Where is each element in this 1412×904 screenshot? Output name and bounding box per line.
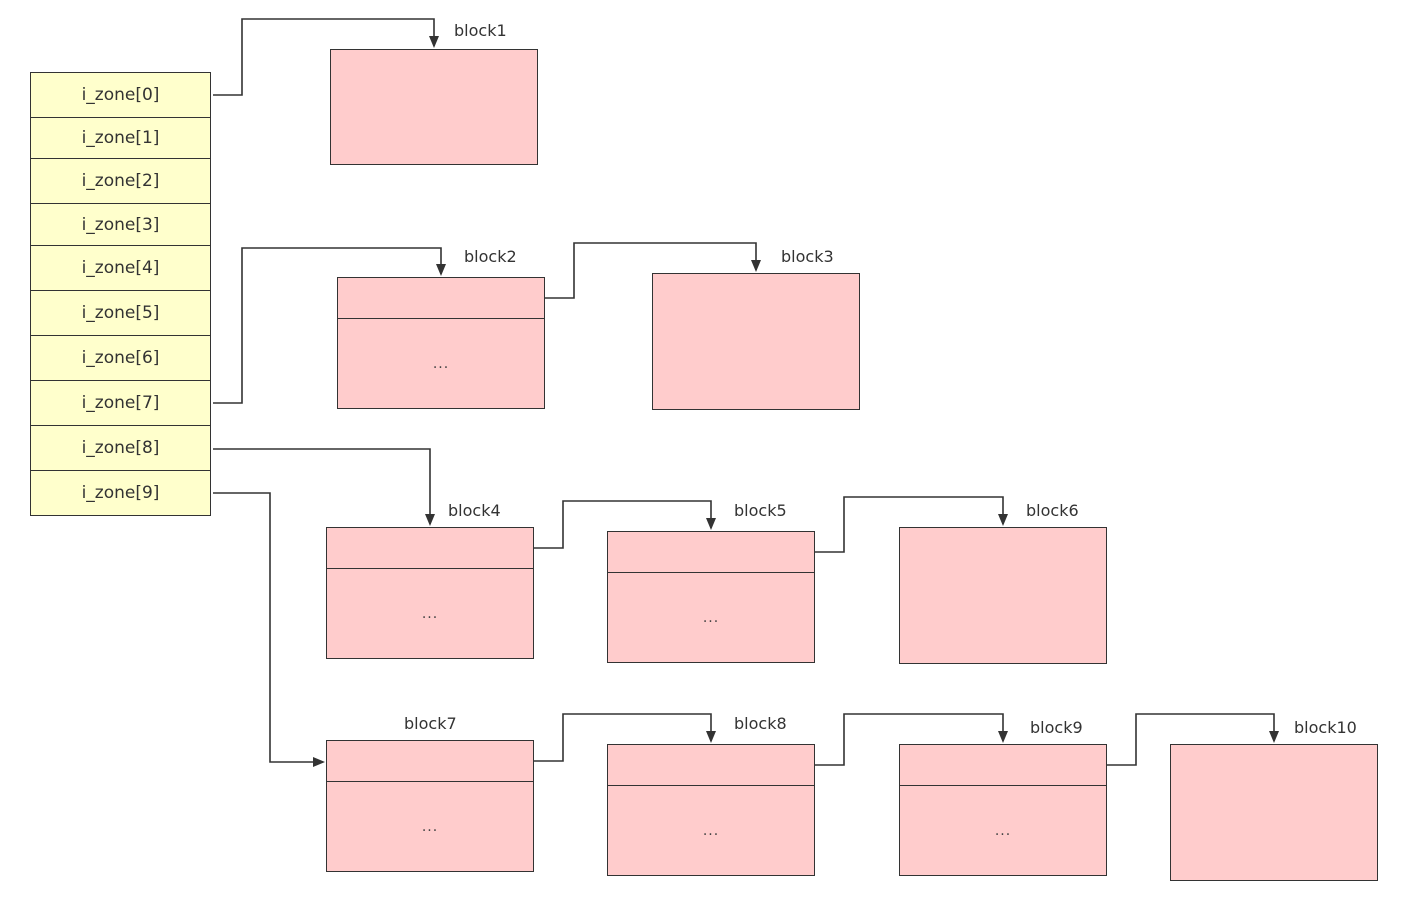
block8-divider [608,785,814,786]
zone-cell-5: i_zone[5] [30,290,211,336]
zone-cell-7: i_zone[7] [30,380,211,426]
block5-box: ... [607,531,815,663]
block8-label: block8 [734,714,787,733]
block10-label: block10 [1294,718,1357,737]
block6-label: block6 [1026,501,1079,520]
link-block2-block3-arrowhead [751,260,761,272]
block7-box: ... [326,740,534,872]
block8-ellipsis: ... [702,823,720,839]
block7-divider [327,781,533,782]
block9-box: ... [899,744,1107,876]
block10-box [1170,744,1378,881]
link-block4-block5-arrowhead [706,518,716,530]
link-block8-block9-arrowhead [998,731,1008,743]
zone-cell-0: i_zone[0] [30,72,211,118]
block9-ellipsis: ... [994,823,1012,839]
zone-cell-1: i_zone[1] [30,117,211,159]
block8-box: ... [607,744,815,876]
block1-box [330,49,538,165]
block2-label: block2 [464,247,517,266]
block7-ellipsis: ... [421,819,439,835]
link-zone8-block4-arrowhead [425,514,435,526]
link-zone9-block7 [213,492,325,767]
block9-label: block9 [1030,718,1083,737]
zone-cell-6: i_zone[6] [30,335,211,381]
block2-box: ... [337,277,545,409]
link-zone8-block4-line [213,448,431,524]
block5-label: block5 [734,501,787,520]
block5-divider [608,572,814,573]
link-block9-block10-arrowhead [1269,731,1279,743]
link-zone9-block7-line [213,492,323,763]
block5-ellipsis: ... [702,610,720,626]
block1-label: block1 [454,21,507,40]
block2-divider [338,318,544,319]
block3-box [652,273,860,410]
zone-cell-2: i_zone[2] [30,158,211,204]
link-block5-block6-arrowhead [998,514,1008,526]
block9-divider [900,785,1106,786]
block4-box: ... [326,527,534,659]
block7-label: block7 [404,714,457,733]
block4-ellipsis: ... [421,606,439,622]
zone-cell-9: i_zone[9] [30,470,211,516]
zone-cell-4: i_zone[4] [30,245,211,291]
link-zone7-block2-arrowhead [436,264,446,276]
link-block7-block8-arrowhead [706,731,716,743]
block6-box [899,527,1107,664]
zone-cell-8: i_zone[8] [30,425,211,471]
link-zone0-block1-arrowhead [429,36,439,48]
zone-cell-3: i_zone[3] [30,203,211,246]
link-zone9-block7-arrowhead [313,757,325,767]
block4-divider [327,568,533,569]
block4-label: block4 [448,501,501,520]
block3-label: block3 [781,247,834,266]
link-zone8-block4 [213,448,435,526]
block2-ellipsis: ... [432,356,450,372]
